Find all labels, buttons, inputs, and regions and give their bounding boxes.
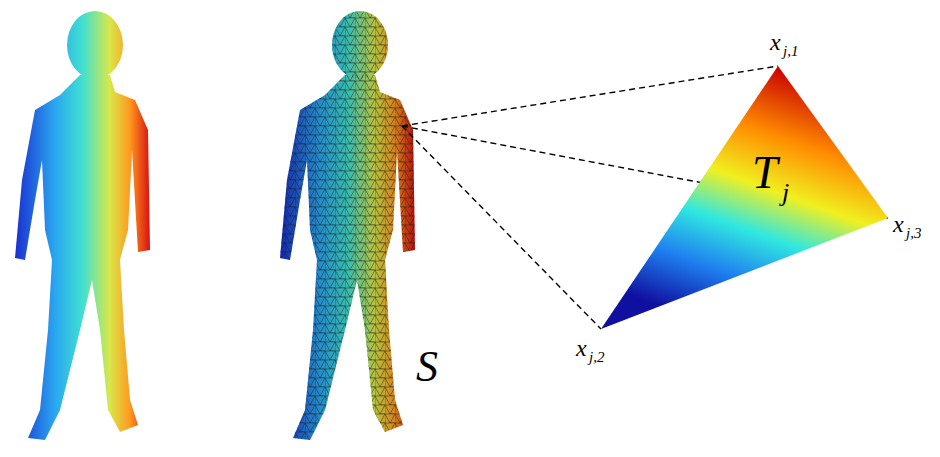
- vertex-label: x: [770, 30, 781, 54]
- vertex-label: x: [893, 212, 904, 236]
- smooth-figure: [15, 11, 150, 440]
- vertex-subscript: j,1: [783, 44, 798, 59]
- element-label: T: [752, 150, 778, 196]
- leader-lines: [402, 66, 888, 329]
- meshed-figure: [280, 11, 415, 440]
- vertex-subscript: j,2: [589, 350, 604, 365]
- vertex-subscript: j,3: [906, 226, 921, 241]
- triangle-element: [601, 66, 888, 329]
- surface-label: S: [416, 345, 438, 389]
- element-subscript: j: [782, 180, 789, 206]
- vertex-label: x: [576, 336, 587, 360]
